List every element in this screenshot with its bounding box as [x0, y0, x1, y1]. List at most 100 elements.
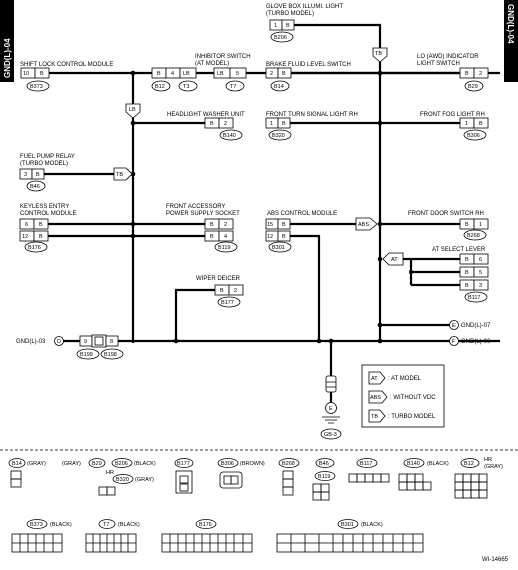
label-wiper-deicer: WIPER DEICER: [196, 276, 241, 282]
svg-text:TB: TB: [375, 51, 382, 57]
svg-text:1: 1: [479, 222, 482, 228]
svg-text:B140: B140: [407, 461, 420, 467]
svg-text:B: B: [210, 121, 214, 127]
svg-text:(BLACK): (BLACK): [427, 461, 449, 467]
svg-text:B: B: [282, 234, 286, 240]
tab-right: GND(L)-04: [504, 0, 518, 82]
label-keyless-1: KEYLESS ENTRY: [20, 204, 69, 210]
svg-text:B268: B268: [282, 461, 295, 467]
label-shift-lock: SHIFT LOCK CONTROL MODULE: [20, 62, 113, 68]
svg-text:E: E: [329, 406, 333, 412]
svg-text:(BLACK): (BLACK): [118, 522, 140, 528]
svg-text:B: B: [220, 288, 224, 294]
svg-text:6: 6: [479, 257, 482, 263]
svg-text:B14: B14: [274, 84, 284, 90]
svg-text:F: F: [452, 339, 456, 345]
svg-text:B: B: [40, 71, 44, 77]
svg-text:B117: B117: [360, 461, 372, 467]
svg-text:12: 12: [22, 234, 28, 240]
label-lo-awd-2: LIGHT SWITCH: [417, 61, 460, 67]
label-fuel-pump-1: FUEL PUMP RELAY: [20, 154, 75, 160]
label-at-select: AT SELECT LEVER: [432, 247, 486, 253]
svg-text:8: 8: [110, 339, 113, 345]
svg-text:B306: B306: [221, 461, 234, 467]
svg-text:B373: B373: [30, 522, 43, 528]
svg-text:B: B: [157, 71, 161, 77]
svg-text:: TURBO MODEL: : TURBO MODEL: [388, 414, 436, 420]
svg-text:B373: B373: [30, 84, 43, 90]
svg-text:2: 2: [270, 71, 273, 77]
label-abs-module: ABS CONTROL MODULE: [267, 211, 337, 217]
svg-text:B46: B46: [30, 184, 40, 190]
component-labels: SHIFT LOCK CONTROL MODULE INHIBITOR SWIT…: [20, 4, 486, 282]
label-accessory-1: FRONT ACCESSORY: [166, 204, 225, 210]
svg-text:B29: B29: [92, 461, 102, 467]
svg-text:(BLACK): (BLACK): [50, 522, 72, 528]
svg-text:ABS: ABS: [358, 222, 369, 228]
svg-text:2: 2: [224, 222, 227, 228]
svg-text:5: 5: [236, 71, 239, 77]
svg-text:B: B: [210, 222, 214, 228]
svg-text:B320: B320: [272, 133, 285, 139]
svg-text:B176: B176: [199, 522, 212, 528]
svg-text:B: B: [286, 23, 290, 29]
svg-text:HR: HR: [106, 470, 114, 476]
legend: AT : AT MODEL ABS : WITHOUT VDC TB : TUR…: [361, 364, 445, 428]
svg-text:B: B: [210, 234, 214, 240]
svg-text:2: 2: [224, 121, 227, 127]
svg-text:2: 2: [234, 288, 237, 294]
svg-text:B320: B320: [116, 477, 129, 483]
svg-text:1: 1: [270, 121, 273, 127]
svg-text:B119: B119: [318, 474, 330, 480]
wires: [36, 55, 500, 403]
svg-text:12: 12: [267, 234, 273, 240]
figure-id: WI-14665: [482, 557, 509, 563]
svg-text:LB: LB: [183, 71, 190, 77]
svg-text:B: B: [39, 234, 43, 240]
label-lo-awd-1: LO (AWD) INDICATOR: [417, 54, 479, 60]
svg-text:2: 2: [479, 71, 482, 77]
svg-text:B: B: [465, 270, 469, 276]
svg-text:B268: B268: [467, 233, 480, 239]
svg-text:B306: B306: [467, 133, 480, 139]
label-glove-1: GLOVE BOX ILLUMI. LIGHT: [266, 4, 343, 10]
svg-text:B176: B176: [28, 245, 41, 251]
label-glove-2: (TURBO MODEL): [266, 11, 314, 17]
svg-text:AT: AT: [391, 257, 398, 263]
label-inhibitor-1: INHIBITOR SWITCH: [195, 54, 251, 60]
label-headlight-washer: HEADLIGHT WASHER UNIT: [167, 112, 245, 118]
svg-text:B119: B119: [218, 245, 230, 251]
svg-text:GND(L)-06: GND(L)-06: [461, 339, 491, 345]
svg-text:TB: TB: [371, 414, 378, 420]
svg-text:B: B: [36, 172, 40, 178]
svg-text:(GRAY): (GRAY): [484, 464, 503, 470]
svg-text:E: E: [452, 323, 456, 329]
svg-text:T3: T3: [183, 84, 189, 90]
svg-text:B198: B198: [104, 352, 117, 358]
label-front-turn: FRONT TURN SIGNAL LIGHT RH: [266, 112, 358, 118]
svg-text:B12: B12: [464, 461, 474, 467]
svg-text:B29: B29: [468, 84, 478, 90]
svg-text:9: 9: [84, 339, 87, 345]
svg-text:B206: B206: [115, 461, 128, 467]
svg-text:B206: B206: [274, 35, 287, 41]
label-front-fog: FRONT FOG LIGHT RH: [420, 112, 485, 118]
svg-text:GND(L)-07: GND(L)-07: [461, 323, 491, 329]
svg-text:B177: B177: [177, 461, 190, 467]
connector-ovals: B373 B12 T3 T7 B206 B14 B29 B140 B320 B3…: [24, 31, 488, 440]
svg-text:3: 3: [479, 283, 482, 289]
svg-text:B: B: [282, 121, 286, 127]
svg-text:B46: B46: [319, 461, 329, 467]
svg-text:B: B: [465, 222, 469, 228]
svg-text:(BLACK): (BLACK): [361, 522, 383, 528]
inline-tags: LB TB TB ABS AT: [113, 47, 404, 266]
svg-text:D: D: [57, 339, 61, 345]
svg-text:: WITHOUT VDC: : WITHOUT VDC: [390, 395, 436, 401]
svg-text:B14: B14: [12, 461, 22, 467]
svg-text:10: 10: [23, 71, 29, 77]
svg-text:1: 1: [465, 121, 468, 127]
connector-blocks: 10 B B 4 LB LB 5 1 B 2 B B 2 B 2 1 B 1 B…: [19, 19, 489, 348]
svg-text:B: B: [465, 71, 469, 77]
